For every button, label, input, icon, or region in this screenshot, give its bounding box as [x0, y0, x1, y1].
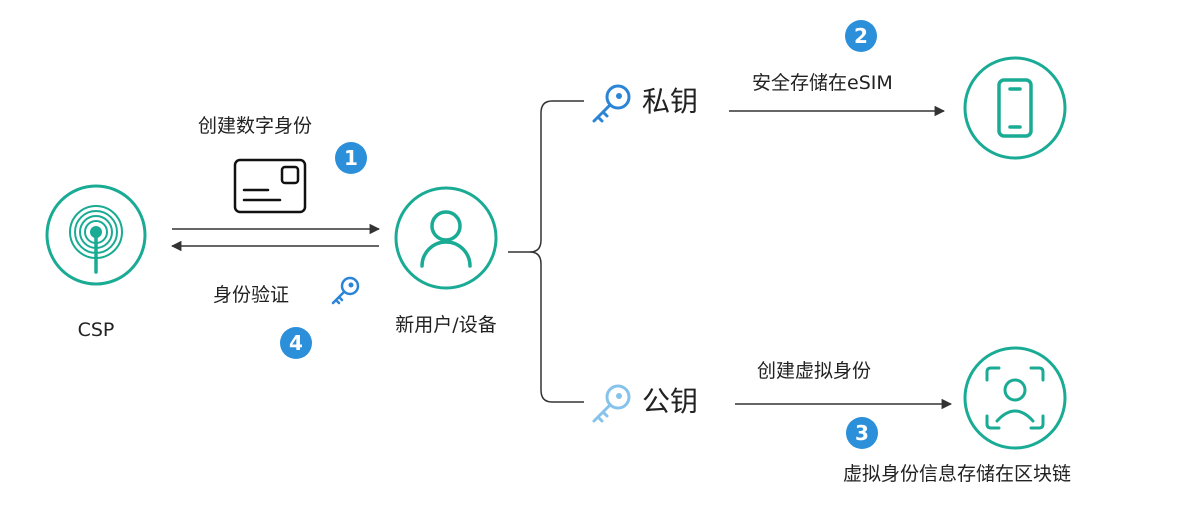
- store-esim-label: 安全存储在eSIM: [752, 72, 893, 94]
- create-virtual-label: 创建虚拟身份: [757, 360, 871, 382]
- phone-icon: [997, 78, 1033, 138]
- user-node: [394, 186, 498, 290]
- store-blockchain-label: 虚拟身份信息存储在区块链: [843, 463, 1071, 485]
- bracket-bottom: [529, 251, 584, 403]
- phone-node: [963, 56, 1067, 160]
- user-icon: [420, 210, 472, 268]
- face-id-node: [963, 346, 1067, 450]
- create-identity-label: 创建数字身份: [198, 115, 312, 137]
- signal-tower-icon: [69, 205, 123, 274]
- private-key-icon: [592, 84, 631, 123]
- csp-label: CSP: [78, 319, 115, 341]
- public-key-label: 公钥: [642, 385, 698, 418]
- private-key-label: 私钥: [642, 85, 698, 118]
- verify-identity-label: 身份验证: [213, 284, 289, 306]
- step-badge-4: 4: [280, 327, 312, 359]
- bracket-top: [508, 100, 584, 253]
- step-badge-2: 2: [845, 20, 877, 52]
- id-card-icon: [233, 158, 307, 214]
- step-badge-3: 3: [846, 417, 878, 449]
- svg-text:2: 2: [854, 24, 868, 48]
- user-label: 新用户/设备: [395, 314, 496, 336]
- step-badge-1: 1: [335, 142, 367, 174]
- svg-text:4: 4: [289, 331, 303, 355]
- svg-text:1: 1: [344, 146, 358, 170]
- csp-node: [45, 184, 147, 286]
- public-key-icon: [592, 384, 631, 423]
- svg-text:3: 3: [855, 421, 869, 445]
- key-icon: [331, 276, 360, 305]
- face-id-icon: [985, 366, 1045, 430]
